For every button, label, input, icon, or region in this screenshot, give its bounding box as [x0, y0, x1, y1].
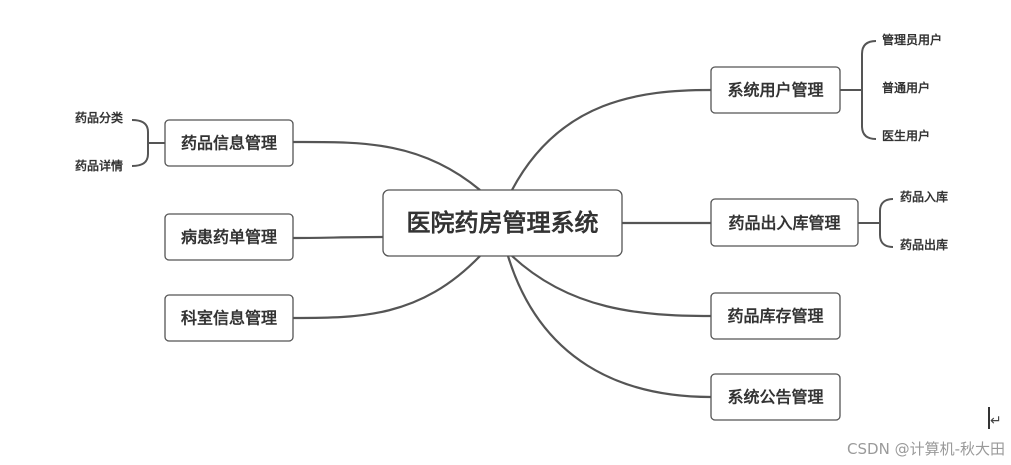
brace-system-users	[861, 40, 877, 140]
branch-stock-io-label: 药品出入库管理	[728, 214, 840, 233]
branch-drug-info: 药品信息管理	[164, 119, 294, 167]
connector-root-to-patient-orders	[292, 235, 384, 240]
brace-stock-io	[879, 198, 894, 248]
connector-root-to-system-users	[511, 88, 712, 191]
leaf-drug-category: 药品分类	[75, 110, 124, 125]
leaf-group-system-users: 管理员用户 普通用户 医生用户	[840, 32, 942, 143]
watermark: CSDN @计算机-秋大田	[847, 440, 1005, 458]
branch-inventory-label: 药品库存管理	[727, 307, 823, 326]
leaf-stock-out: 药品出库	[900, 237, 948, 252]
branch-system-users: 系统用户管理	[710, 66, 841, 114]
leaf-admin-user: 管理员用户	[882, 32, 942, 47]
connector-root-to-announcements	[506, 255, 712, 399]
text-cursor-icon: ↵	[986, 407, 1002, 431]
leaf-group-stock-io: 药品入库 药品出库	[858, 189, 948, 252]
branch-announcements: 系统公告管理	[710, 373, 841, 421]
branch-system-users-label: 系统用户管理	[727, 81, 823, 100]
branch-department-info: 科室信息管理	[164, 294, 294, 342]
branch-inventory: 药品库存管理	[710, 292, 841, 340]
root-label: 医院药房管理系统	[407, 209, 599, 237]
branch-patient-orders: 病患药单管理	[164, 213, 294, 261]
leaf-normal-user: 普通用户	[882, 80, 930, 95]
branch-department-info-label: 科室信息管理	[181, 309, 277, 328]
return-arrow-icon: ↵	[990, 413, 1002, 429]
connector-root-to-inventory	[511, 255, 712, 318]
root-node: 医院药房管理系统	[382, 189, 623, 257]
branch-announcements-label: 系统公告管理	[727, 388, 823, 407]
brace-drug-info	[131, 119, 149, 167]
branch-drug-info-label: 药品信息管理	[181, 134, 277, 153]
leaf-drug-detail: 药品详情	[75, 158, 123, 173]
leaf-doctor-user: 医生用户	[882, 128, 930, 143]
connectors	[292, 88, 712, 399]
connector-root-to-drug-info	[292, 140, 481, 191]
branch-stock-io: 药品出入库管理	[710, 198, 859, 247]
branch-patient-orders-label: 病患药单管理	[181, 228, 277, 247]
connector-root-to-department-info	[292, 255, 481, 320]
leaf-stock-in: 药品入库	[900, 189, 948, 204]
leaf-group-drug-info: 药品分类 药品详情	[75, 110, 165, 173]
